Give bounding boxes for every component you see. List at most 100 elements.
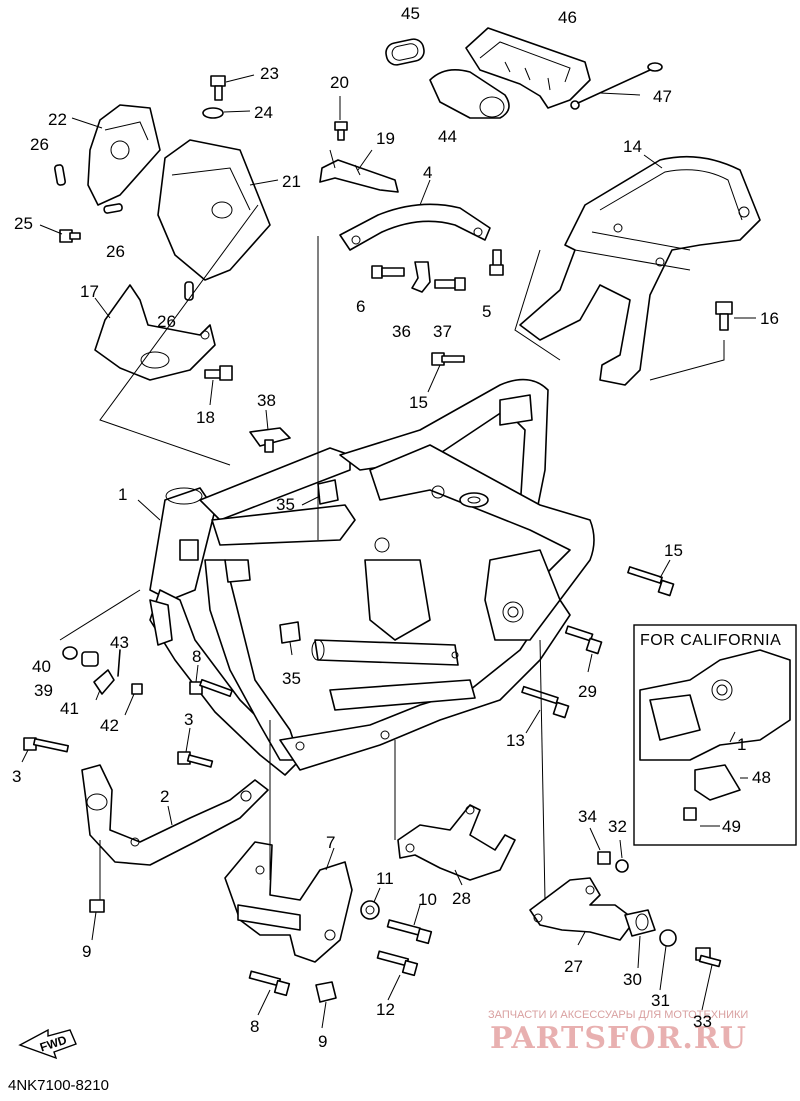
- callout-6: 6: [356, 297, 365, 316]
- watermark-line1: ЗАПЧАСТИ И АКСЕССУАРЫ ДЛЯ МОТОТЕХНИКИ: [488, 1009, 748, 1021]
- callout-26-c: 26: [157, 312, 176, 331]
- part-8-bolt-upper: [189, 664, 233, 698]
- part-15-bolt-lower: [627, 559, 675, 597]
- callout-36: 36: [392, 322, 411, 341]
- part-36-clamp: [411, 261, 431, 293]
- callout-11: 11: [376, 869, 394, 888]
- callout-8-b: 8: [250, 1017, 259, 1036]
- callout-35-a: 35: [276, 495, 295, 514]
- callout-8-a: 8: [192, 647, 201, 666]
- callout-15-a: 15: [409, 393, 428, 412]
- part-39-collar: [81, 651, 99, 667]
- callout-25: 25: [14, 214, 33, 233]
- callout-21: 21: [282, 172, 301, 191]
- diagram-code: 4NK7100-8210: [8, 1077, 109, 1094]
- callout-29: 29: [578, 682, 597, 701]
- part-15-bolt-upper: [427, 352, 465, 393]
- part-46-tray: [465, 27, 591, 109]
- callout-9-a: 9: [82, 942, 91, 961]
- callout-14: 14: [623, 137, 642, 156]
- part-41-bracket: [93, 669, 115, 701]
- part-29-bolt: [564, 625, 603, 673]
- callout-17: 17: [80, 282, 99, 301]
- part-47-lead-wire: [570, 62, 663, 110]
- part-40-nut: [62, 646, 78, 660]
- part-9-nut-lower: [315, 981, 337, 1029]
- callout-39: 39: [34, 681, 53, 700]
- callout-42: 42: [100, 716, 119, 735]
- part-35-clamp: [279, 479, 339, 656]
- fwd-arrow: FWD: [18, 1028, 77, 1060]
- part-37-bolt: [434, 277, 466, 291]
- part-31-washer: [659, 929, 677, 991]
- callout-44: 44: [438, 127, 457, 146]
- callout-48: 48: [752, 768, 771, 787]
- callout-13: 13: [506, 731, 525, 750]
- callout-9-b: 9: [318, 1032, 327, 1051]
- guide-lines: [59, 204, 725, 901]
- watermark: ЗАПЧАСТИ И АКСЕССУАРЫ ДЛЯ МОТОТЕХНИКИ PA…: [488, 1009, 748, 1056]
- callout-32: 32: [608, 817, 627, 836]
- part-18-bolt: [204, 365, 233, 406]
- part-17-battery-bracket: [94, 284, 216, 381]
- part-21-cover: [157, 139, 279, 281]
- callout-26-b: 26: [106, 242, 125, 261]
- callout-34: 34: [578, 807, 597, 826]
- part-10-bolt: [386, 904, 433, 945]
- callout-26-a: 26: [30, 135, 49, 154]
- part-7-bracket: [224, 841, 353, 963]
- callout-31: 31: [651, 991, 670, 1010]
- callout-30: 30: [623, 970, 642, 989]
- part-20-bolt: [334, 96, 348, 141]
- callout-24: 24: [254, 103, 273, 122]
- part-4-stay: [339, 179, 491, 251]
- part-42-nut: [124, 683, 143, 716]
- callout-22: 22: [48, 110, 67, 129]
- part-16-bolt: [715, 301, 756, 331]
- part-13-bolt: [521, 685, 570, 734]
- part-19-bracket: [319, 149, 399, 193]
- part-2-footrest-bracket: [81, 764, 269, 866]
- callout-18: 18: [196, 408, 215, 427]
- inset-title: FOR CALIFORNIA: [640, 632, 781, 649]
- callout-5: 5: [482, 302, 491, 321]
- callout-7: 7: [326, 833, 335, 852]
- callout-15-b: 15: [664, 541, 683, 560]
- part-34-nut: [589, 827, 611, 865]
- callout-49: 49: [722, 817, 741, 836]
- callout-45: 45: [401, 4, 420, 23]
- part-5-bolt: [489, 249, 504, 276]
- callout-19: 19: [376, 129, 395, 148]
- part-8-bolt-lower: [248, 970, 291, 1016]
- callout-16: 16: [760, 309, 779, 328]
- part-27-footrest-bracket: [529, 877, 636, 946]
- callout-1-b: 1: [737, 735, 746, 754]
- part-32-washer: [615, 839, 629, 873]
- watermark-line2: PARTSFOR.RU: [490, 1021, 747, 1056]
- part-3-bolt-left: [21, 737, 70, 763]
- part-23-bolt: [210, 74, 255, 101]
- part-26-grommet: [53, 164, 194, 301]
- callout-3-b: 3: [12, 767, 21, 786]
- callout-labels: 45 46 47 44 23 24 22 26 21 25 26 20 19 4…: [8, 4, 781, 1094]
- callout-10: 10: [418, 890, 437, 909]
- part-11-washer: [360, 887, 381, 920]
- callout-37: 37: [433, 322, 452, 341]
- part-44-strap: [429, 69, 510, 119]
- part-14-seat-frame: [519, 154, 761, 386]
- callout-33: 33: [693, 1012, 712, 1031]
- callout-3-a: 3: [184, 710, 193, 729]
- part-24-washer: [202, 107, 251, 119]
- callout-38: 38: [257, 391, 276, 410]
- part-33-bolt: [695, 947, 722, 1011]
- part-1-main-frame: [137, 378, 595, 776]
- california-inset: [633, 624, 797, 846]
- callout-43: 43: [110, 633, 129, 652]
- part-22-side-cover: [71, 104, 161, 206]
- part-9-nut-left: [89, 899, 105, 941]
- part-25-screw: [39, 224, 81, 243]
- callout-40: 40: [32, 657, 51, 676]
- callout-28: 28: [452, 889, 471, 908]
- part-43-pin: [117, 649, 121, 677]
